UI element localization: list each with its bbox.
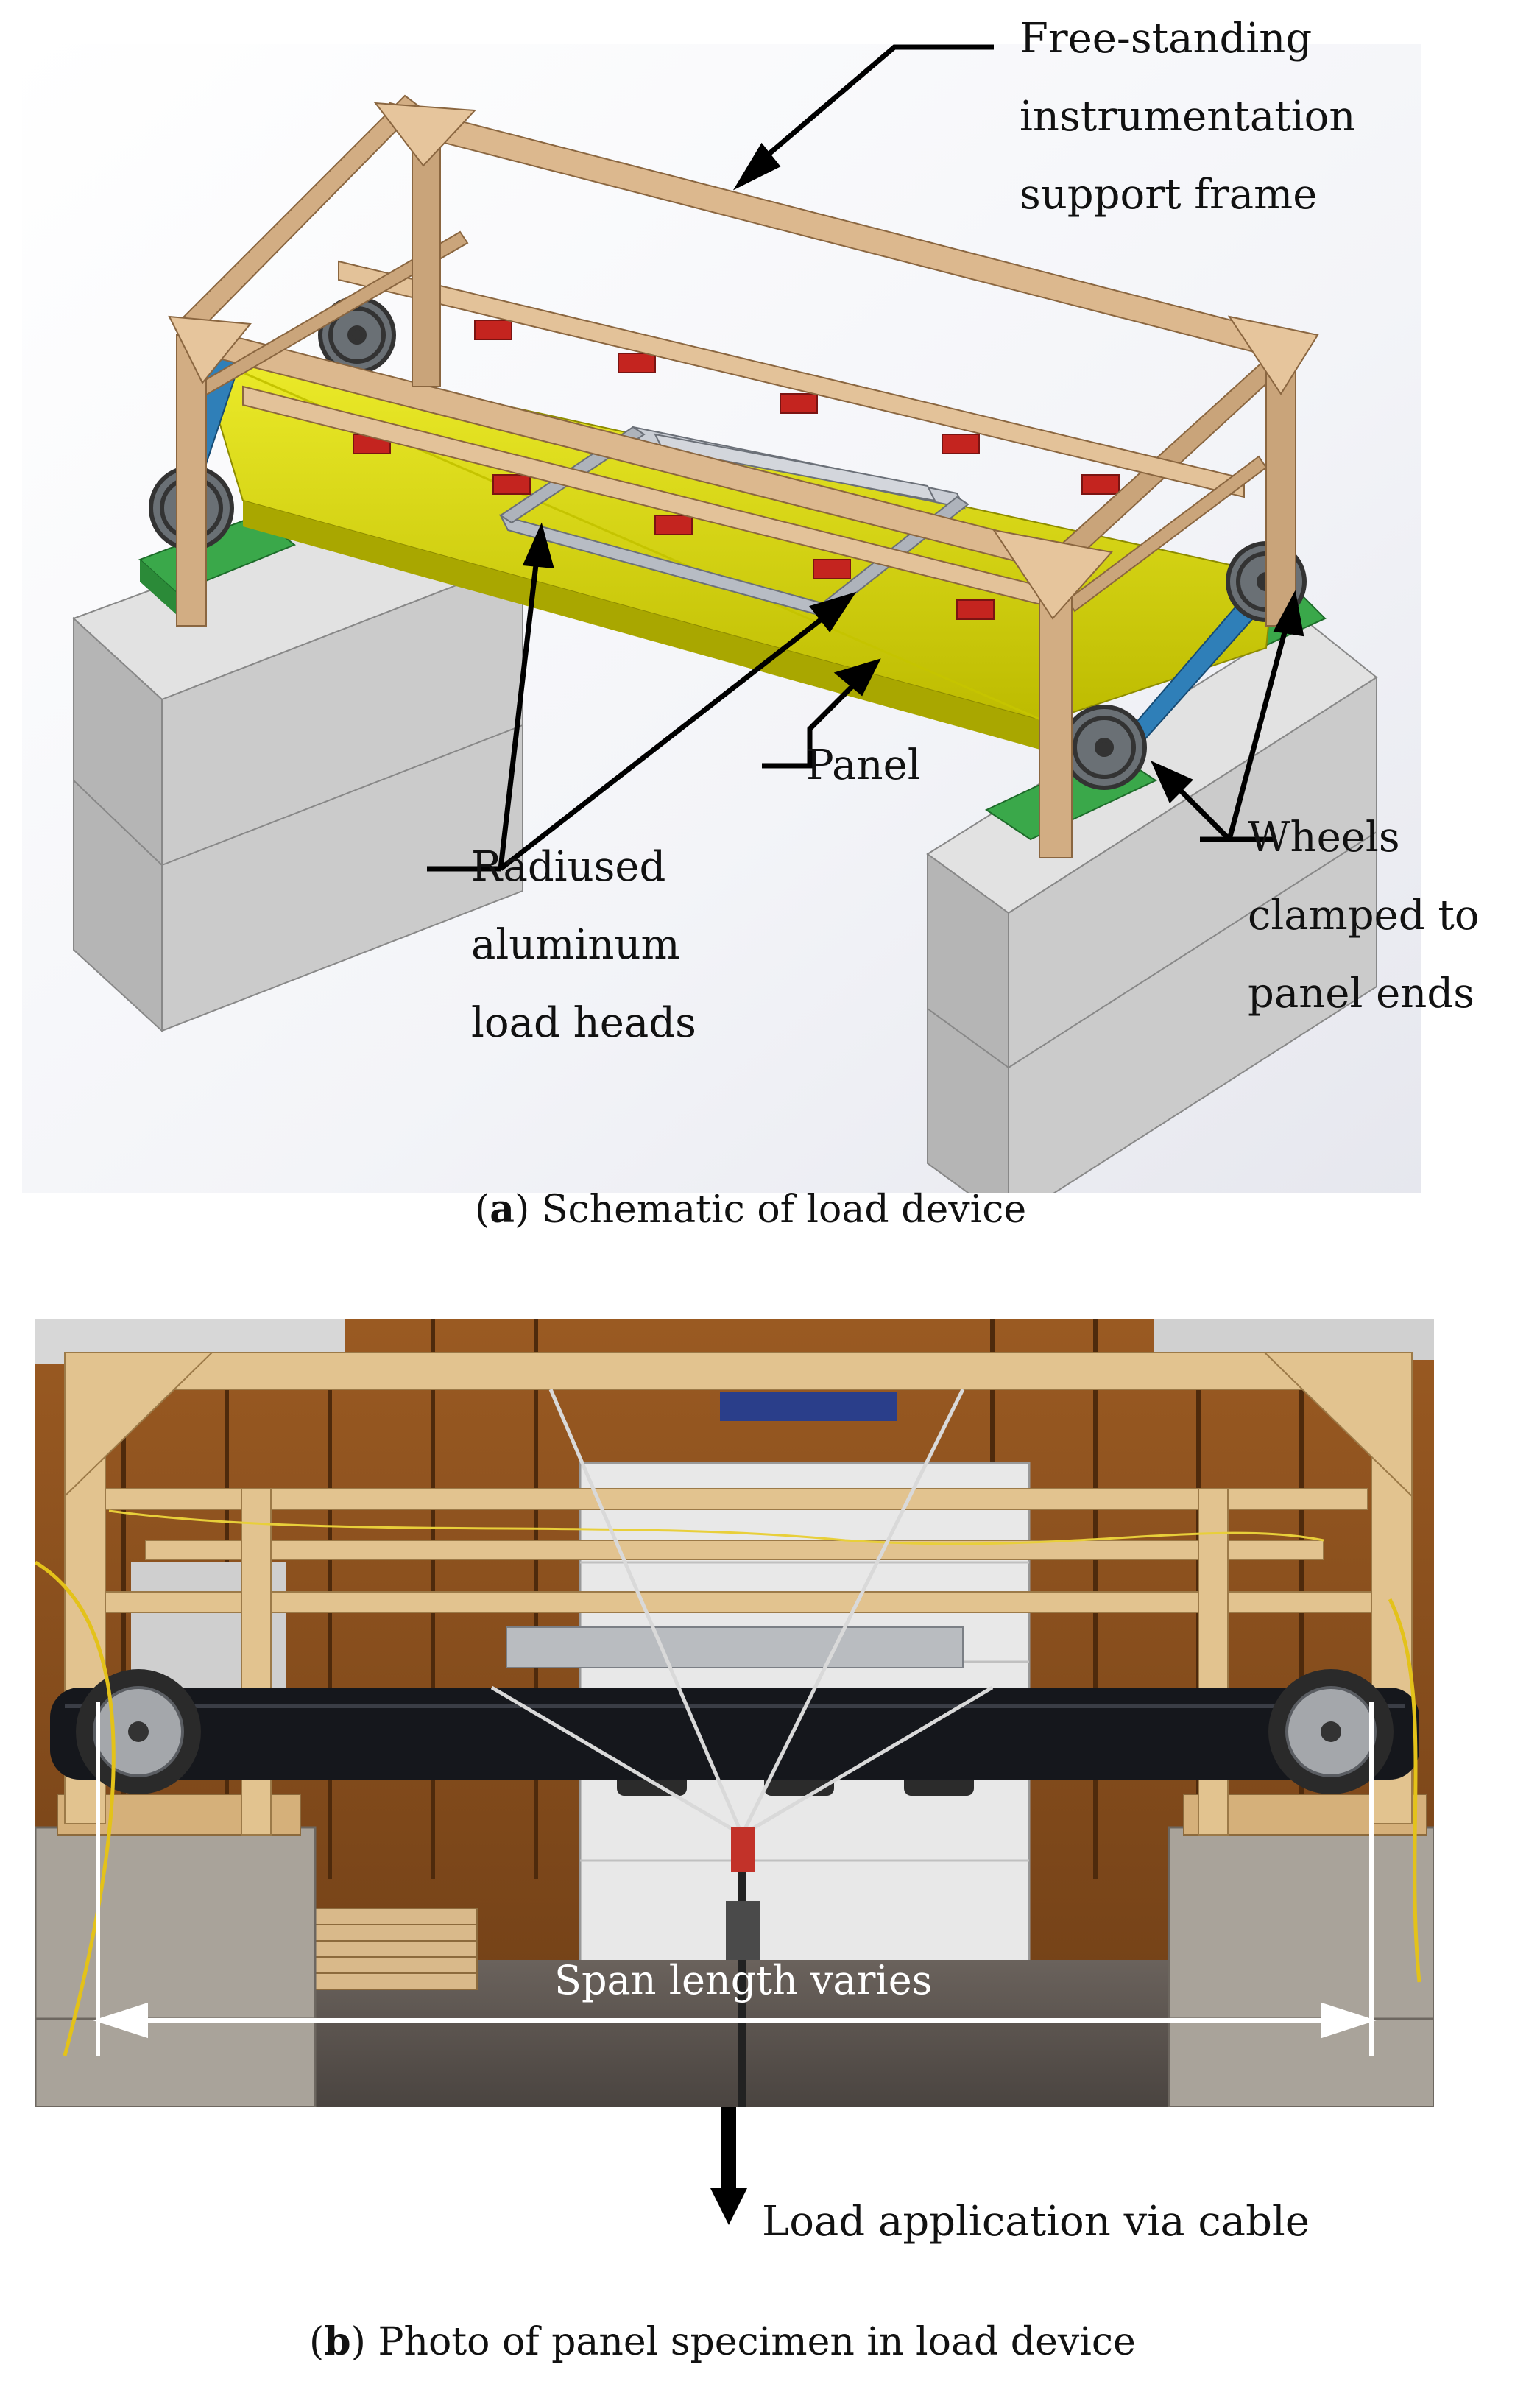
- load-cell: [726, 1901, 760, 1960]
- photo-wheel-right: [1268, 1669, 1394, 1794]
- right-concrete-support: [1168, 1826, 1434, 2107]
- photo-wood-frame: [64, 1352, 1413, 1836]
- wheel-right-front: [1062, 705, 1147, 790]
- red-shackle: [731, 1827, 755, 1872]
- wheels-label: Wheels clamped to panel ends: [1248, 814, 1480, 1018]
- wall-sign: [720, 1392, 897, 1421]
- photo-drawing: [35, 1319, 1434, 2107]
- red-sensors: [353, 320, 1120, 620]
- wheel-arrowhead-1: [1151, 761, 1194, 804]
- photo-figure: Span length varies: [35, 1319, 1434, 2107]
- left-concrete-support: [35, 1826, 317, 2107]
- caption-b: (b) Photo of panel specimen in load devi…: [309, 2319, 1136, 2364]
- photo-wheel-left: [76, 1669, 201, 1794]
- span-dimension: [93, 1702, 1377, 2056]
- schematic-drawing: [22, 44, 1421, 1193]
- frame-arrowhead: [732, 142, 781, 191]
- panel-arrowhead: [833, 658, 881, 697]
- load-arrow: [710, 2107, 747, 2225]
- schematic-figure: Free-standing instrumentation support fr…: [22, 15, 1480, 1193]
- lumber-pile: [300, 1908, 478, 1990]
- panel-label: Panel: [806, 741, 921, 789]
- load-heads-label: Radiused aluminum load heads: [471, 843, 696, 1047]
- load-head-arrowhead-2: [809, 591, 857, 633]
- photo-load-head: [506, 1626, 964, 1668]
- yellow-cables: [35, 1560, 1421, 2056]
- load-head-arrowhead-1: [522, 522, 554, 568]
- load-cables: [490, 1388, 994, 1837]
- wooden-support-frame: [168, 94, 1319, 858]
- caption-a: (a) Schematic of load device: [475, 1187, 1027, 1232]
- load-label: Load application via cable: [762, 2198, 1310, 2246]
- leader-arrows: [427, 44, 1304, 872]
- span-label: Span length varies: [554, 1957, 933, 2003]
- frame-label: Free-standing instrumentation support fr…: [1020, 15, 1356, 219]
- black-panel-specimen: [50, 1688, 1419, 1780]
- wheel-arrowhead-2: [1273, 590, 1304, 637]
- left-concrete-block: [72, 484, 524, 1033]
